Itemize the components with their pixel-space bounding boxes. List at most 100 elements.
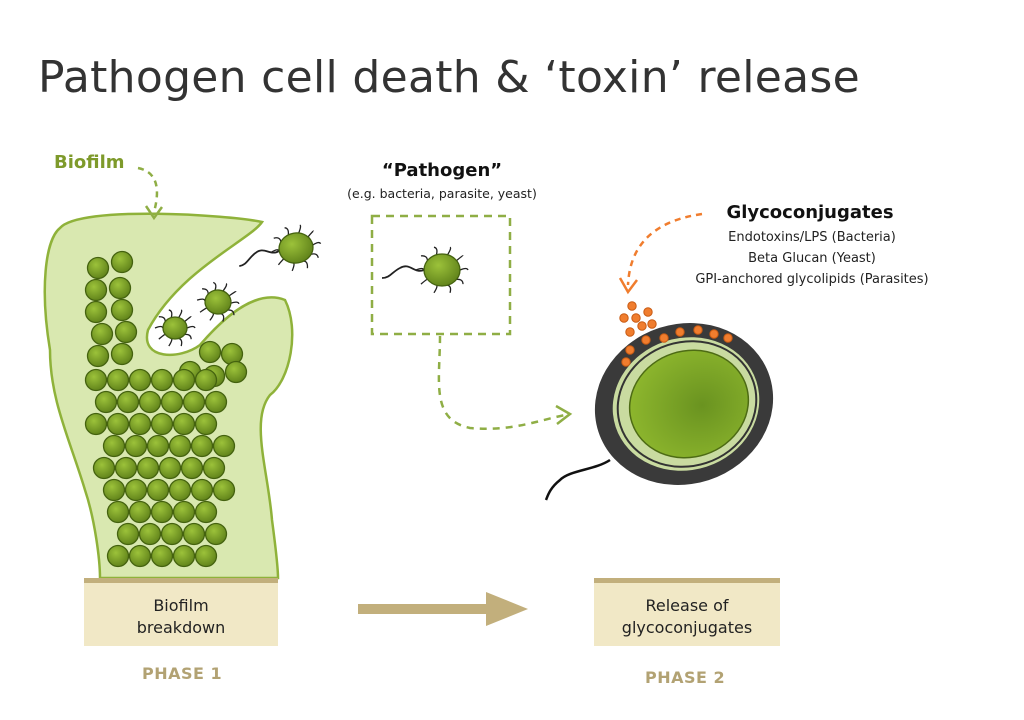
phase1-label: PHASE 1 [142,664,223,683]
biofilm-cell [190,434,214,458]
biofilm-cell [114,320,138,344]
biofilm-cell [172,500,196,524]
biofilm-cell [204,522,228,546]
biofilm-cell [220,342,244,366]
biofilm-cell [106,544,130,568]
biofilm-cell [110,342,134,366]
pathogen-title: “Pathogen” [381,160,503,181]
phase2-box: Release of glycoconjugates [594,578,780,646]
glyco-item-gpi: GPI-anchored glycolipids (Parasites) [695,272,929,287]
biofilm-cell [194,412,218,436]
biofilm-cell [172,412,196,436]
biofilm-cells [84,250,248,568]
biofilm-cell [160,390,184,414]
biofilm-cell [150,368,174,392]
pathogen-cell-icon [196,281,240,322]
free-pathogens [154,224,322,347]
page-title: Pathogen cell death & ‘toxin’ release [38,52,861,103]
glycoconjugate-particles [619,301,733,367]
biofilm-cell [138,390,162,414]
glyco-item-endotoxins: Endotoxins/LPS (Bacteria) [728,230,896,245]
biofilm-cell [136,456,160,480]
biofilm-cell [116,390,140,414]
biofilm-cell [204,390,228,414]
glycoconjugate-dot [637,321,647,331]
biofilm-cell [108,276,132,300]
biofilm-cell [202,456,226,480]
pathogen-cell-icon [239,224,322,272]
phase1-box-line1: Biofilm [153,596,209,615]
biofilm-cell [128,412,152,436]
pathogen-to-cell-arrow [437,335,566,430]
biofilm-cell [194,544,218,568]
biofilm-cell [84,300,108,324]
glycoconjugate-dot [631,313,641,323]
biofilm-cell [180,456,204,480]
pathogen-cell-icon [381,246,469,294]
phase1-box: Biofilm breakdown [84,578,278,646]
glycoconjugate-dot [659,333,669,343]
biofilm-cell [86,256,110,280]
biofilm-callout-arrow [137,166,159,213]
biofilm-cell [150,412,174,436]
biofilm-cell [114,456,138,480]
phase2-box-line2: glycoconjugates [621,618,753,637]
biofilm-cell [84,412,108,436]
glyco-item-beta-glucan: Beta Glucan (Yeast) [748,251,876,266]
glyco-callout-arrow [626,212,703,286]
biofilm-cell [84,278,108,302]
biofilm-cell [194,368,218,392]
biofilm-cell [106,500,130,524]
biofilm-cell [212,434,236,458]
pathogen-cell-icon [154,309,196,347]
biofilm-cell [198,340,222,364]
pathogen-cell-icon [381,246,469,294]
glycoconjugates-title: Glycoconjugates [726,202,894,223]
biofilm-cell [106,412,130,436]
biofilm-cell [90,322,114,346]
glycoconjugate-dot [693,325,703,335]
biofilm-cell [194,500,218,524]
biofilm-cell [110,298,134,322]
biofilm-cell [138,522,162,546]
biofilm-cell [128,544,152,568]
phase2-label: PHASE 2 [645,668,726,687]
biofilm-cell [168,478,192,502]
glycoconjugate-dot [675,327,685,337]
right-arrow-icon [358,592,528,626]
biofilm-cell [158,456,182,480]
biofilm-cell [106,368,130,392]
biofilm-cell [160,522,184,546]
biofilm-cell [116,522,140,546]
glycoconjugate-dot [647,319,657,329]
phase2-box-line1: Release of [645,596,729,615]
biofilm-label: Biofilm [54,152,125,173]
pathogen-subtitle: (e.g. bacteria, parasite, yeast) [347,186,537,201]
glycoconjugate-dot [643,307,653,317]
glycoconjugate-dot [709,329,719,339]
biofilm-cell [168,434,192,458]
biofilm-cell [224,360,248,384]
biofilm-cell [146,434,170,458]
biofilm-cell [128,368,152,392]
lysing-cell-illustration [544,322,774,501]
biofilm-cell [110,250,134,274]
biofilm-cell [92,456,116,480]
biofilm-cell [150,500,174,524]
glycoconjugate-dot [625,345,635,355]
biofilm-cell [102,434,126,458]
glycoconjugate-dot [621,357,631,367]
glycoconjugate-dot [723,333,733,343]
pathogen-box [370,214,512,336]
biofilm-cell [124,478,148,502]
biofilm-cell [182,390,206,414]
biofilm-cell [172,368,196,392]
biofilm-cell [150,544,174,568]
glycoconjugate-dot [627,301,637,311]
biofilm-cell [128,500,152,524]
biofilm-cell [172,544,196,568]
phase1-box-line2: breakdown [136,618,226,637]
biofilm-cell [84,368,108,392]
biofilm-cell [94,390,118,414]
